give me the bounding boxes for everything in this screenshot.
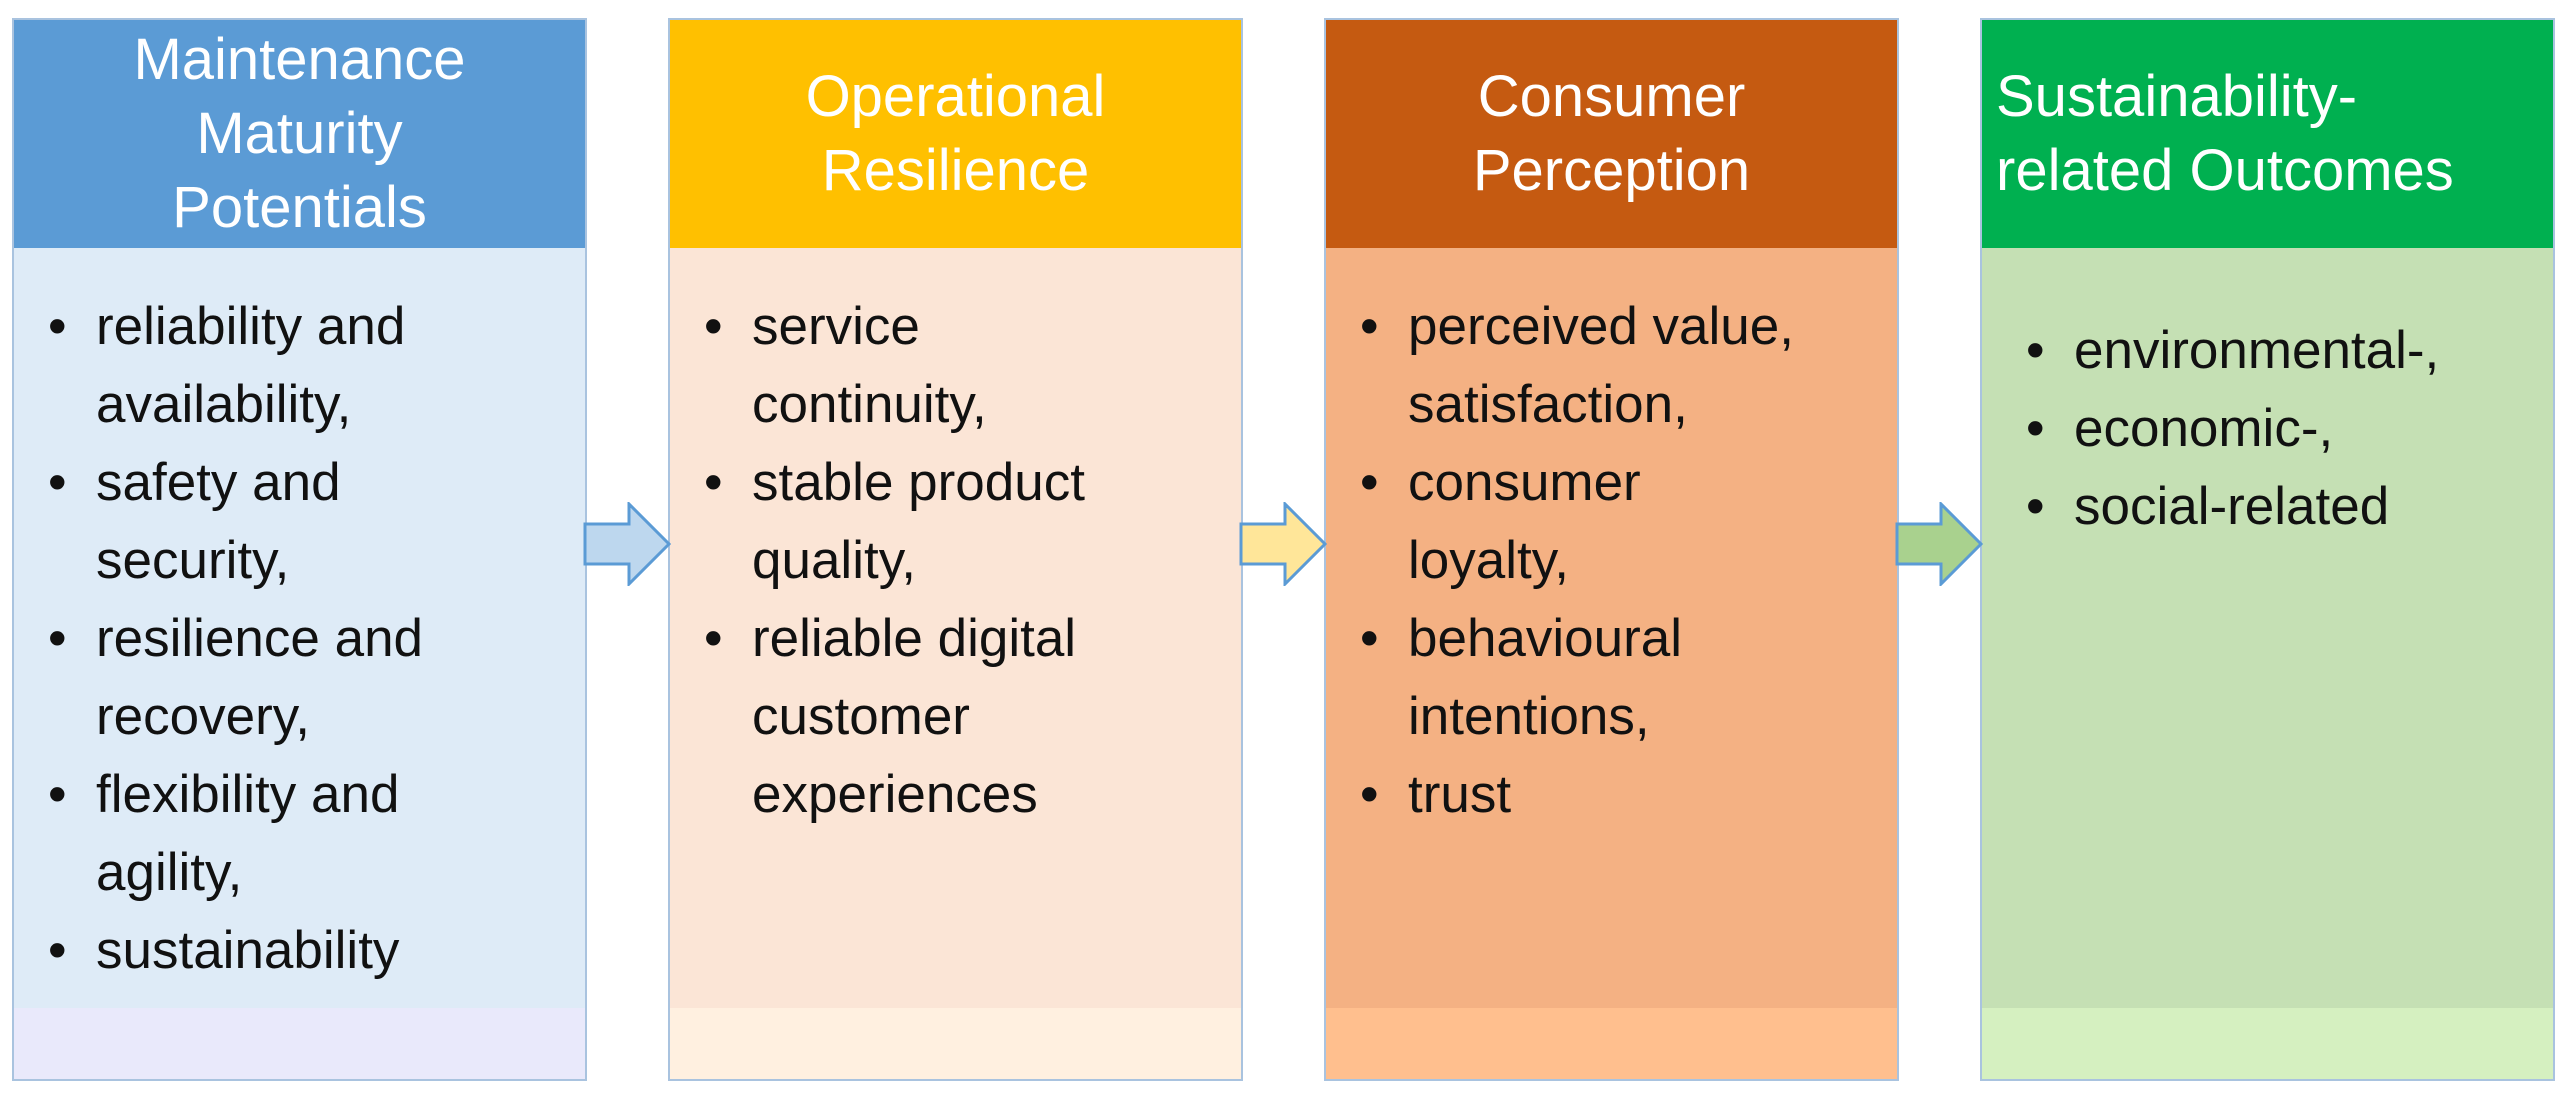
header-sustainability-outcomes: Sustainability- related Outcomes: [1982, 20, 2553, 248]
bullet-icon: •: [1360, 297, 1379, 356]
list-item: •service continuity,: [700, 288, 1225, 444]
list-consumer-perception: •perceived value, satisfaction, •consume…: [1356, 288, 1881, 834]
bullet-icon: •: [48, 297, 67, 356]
bullet-icon: •: [2026, 399, 2045, 458]
arrow-shape: [583, 502, 671, 586]
footer-band: [14, 1008, 585, 1079]
right-arrow-icon: [1239, 502, 1327, 586]
list-item: •flexibility and agility,: [44, 756, 569, 912]
bullet-icon: •: [2026, 321, 2045, 380]
bullet-icon: •: [2026, 477, 2045, 536]
list-maintenance-maturity: •reliability and availability, •safety a…: [44, 288, 569, 990]
column-consumer-perception: Consumer Perception •perceived value, sa…: [1324, 18, 1899, 1081]
arrow-shape: [1895, 502, 1983, 586]
body-operational-resilience: •service continuity, •stable product qua…: [670, 248, 1241, 1008]
header-operational-resilience: Operational Resilience: [670, 20, 1241, 248]
footer-band: [1326, 1008, 1897, 1079]
body-sustainability-outcomes: •environmental-, •economic-, •social-rel…: [1982, 248, 2553, 1008]
bullet-icon: •: [1360, 765, 1379, 824]
right-arrow-icon: [583, 502, 671, 586]
list-sustainability-outcomes: •environmental-, •economic-, •social-rel…: [2022, 312, 2537, 546]
footer-band: [1982, 1008, 2553, 1079]
list-item: •safety and security,: [44, 444, 569, 600]
bullet-icon: •: [48, 921, 67, 980]
body-consumer-perception: •perceived value, satisfaction, •consume…: [1326, 248, 1897, 1008]
bullet-icon: •: [1360, 609, 1379, 668]
list-item: •social-related: [2022, 468, 2537, 546]
list-item: •consumer loyalty,: [1356, 444, 1881, 600]
list-item: •environmental-,: [2022, 312, 2537, 390]
column-sustainability-outcomes: Sustainability- related Outcomes •enviro…: [1980, 18, 2555, 1081]
list-item: •sustainability: [44, 912, 569, 990]
list-item: •resilience and recovery,: [44, 600, 569, 756]
list-item: •behavioural intentions,: [1356, 600, 1881, 756]
list-item: •trust: [1356, 756, 1881, 834]
arrow-shape: [1239, 502, 1327, 586]
right-arrow-icon: [1895, 502, 1983, 586]
bullet-icon: •: [48, 609, 67, 668]
list-item: •economic-,: [2022, 390, 2537, 468]
bullet-icon: •: [1360, 453, 1379, 512]
body-maintenance-maturity: •reliability and availability, •safety a…: [14, 248, 585, 1008]
list-item: •perceived value, satisfaction,: [1356, 288, 1881, 444]
footer-band: [670, 1008, 1241, 1079]
header-maintenance-maturity: Maintenance Maturity Potentials: [14, 20, 585, 248]
column-maintenance-maturity: Maintenance Maturity Potentials •reliabi…: [12, 18, 587, 1081]
list-item: •stable product quality,: [700, 444, 1225, 600]
bullet-icon: •: [704, 453, 723, 512]
list-item: •reliable digital customer experiences: [700, 600, 1225, 834]
bullet-icon: •: [704, 297, 723, 356]
header-consumer-perception: Consumer Perception: [1326, 20, 1897, 248]
bullet-icon: •: [48, 765, 67, 824]
bullet-icon: •: [48, 453, 67, 512]
column-operational-resilience: Operational Resilience •service continui…: [668, 18, 1243, 1081]
bullet-icon: •: [704, 609, 723, 668]
list-item: •reliability and availability,: [44, 288, 569, 444]
list-operational-resilience: •service continuity, •stable product qua…: [700, 288, 1225, 834]
